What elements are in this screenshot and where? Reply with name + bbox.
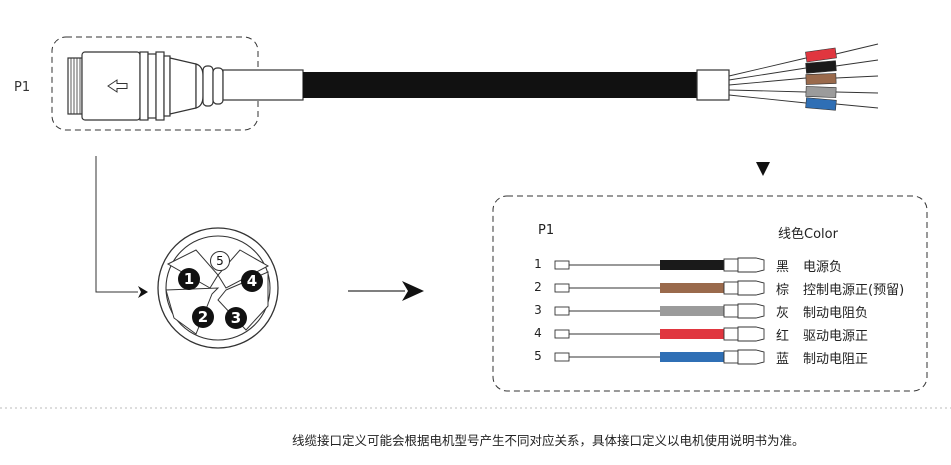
wire-ferrule	[723, 281, 739, 295]
wire-start-terminal	[554, 260, 570, 270]
row-color-name: 棕	[776, 283, 790, 298]
wire-ferrule	[723, 327, 739, 341]
table-dashed-frame	[492, 195, 928, 392]
row-function: 制动电阻正	[803, 352, 869, 367]
wire-color-segment	[660, 283, 724, 293]
wire-end-terminal	[737, 280, 765, 296]
triangle-down-icon	[756, 162, 770, 176]
connector-label: P1	[14, 80, 31, 95]
wire-sleeve-gray	[805, 86, 837, 98]
pin-4-badge: 4	[241, 270, 263, 292]
row-function: 控制电源正(预留)	[803, 283, 905, 298]
wire-color-segment	[660, 352, 724, 362]
row-number: 4	[534, 326, 542, 340]
wire-end-terminal	[737, 326, 765, 342]
cable-jacket	[303, 72, 697, 98]
row-function: 制动电阻负	[803, 306, 869, 321]
wire-color-segment	[660, 260, 724, 270]
wire-color-segment	[660, 306, 724, 316]
color-column-header: 线色Color	[778, 227, 838, 242]
wire-end-terminal	[737, 349, 765, 365]
wire-start-terminal	[554, 329, 570, 339]
wire-sleeve-black	[805, 60, 837, 74]
cable-end-sleeve	[696, 69, 730, 101]
pin-5-badge: 5	[210, 251, 230, 271]
wire-start-terminal	[554, 352, 570, 362]
pin-3-badge: 3	[225, 307, 247, 329]
wire-end-terminal	[737, 257, 765, 273]
row-number: 3	[534, 303, 542, 317]
row-color-name: 灰	[776, 306, 790, 321]
leader-arrow-icon	[138, 286, 148, 298]
row-color-name: 黑	[776, 260, 790, 275]
arrow-left-icon	[107, 79, 128, 93]
row-number: 5	[534, 349, 542, 363]
table-label: P1	[538, 223, 555, 238]
leader-line	[95, 156, 138, 293]
wire-sleeve-blue	[805, 97, 837, 111]
fanout-wires	[728, 43, 879, 109]
wire-table-art	[554, 257, 765, 365]
footnote: 线缆接口定义可能会根据电机型号产生不同对应关系，具体接口定义以电机使用说明书为准…	[292, 433, 805, 448]
row-color-name: 蓝	[776, 352, 790, 367]
wire-start-terminal	[554, 283, 570, 293]
wire-end-terminal	[737, 303, 765, 319]
wire-ferrule	[723, 258, 739, 272]
connector-body	[67, 51, 304, 121]
wire-start-terminal	[554, 306, 570, 316]
wire-sleeve-red	[805, 47, 837, 63]
row-color-name: 红	[776, 329, 790, 344]
long-arrow-head-icon	[402, 281, 424, 301]
wire-ferrule	[723, 304, 739, 318]
row-function: 驱动电源正	[803, 329, 869, 344]
wire-sleeve-brown	[805, 73, 837, 85]
wire-ferrule	[723, 350, 739, 364]
pin-2-badge: 2	[192, 306, 214, 328]
row-function: 电源负	[803, 260, 843, 275]
row-number: 2	[534, 280, 542, 294]
wire-color-segment	[660, 329, 724, 339]
pin-1-badge: 1	[178, 268, 200, 290]
row-number: 1	[534, 257, 542, 271]
